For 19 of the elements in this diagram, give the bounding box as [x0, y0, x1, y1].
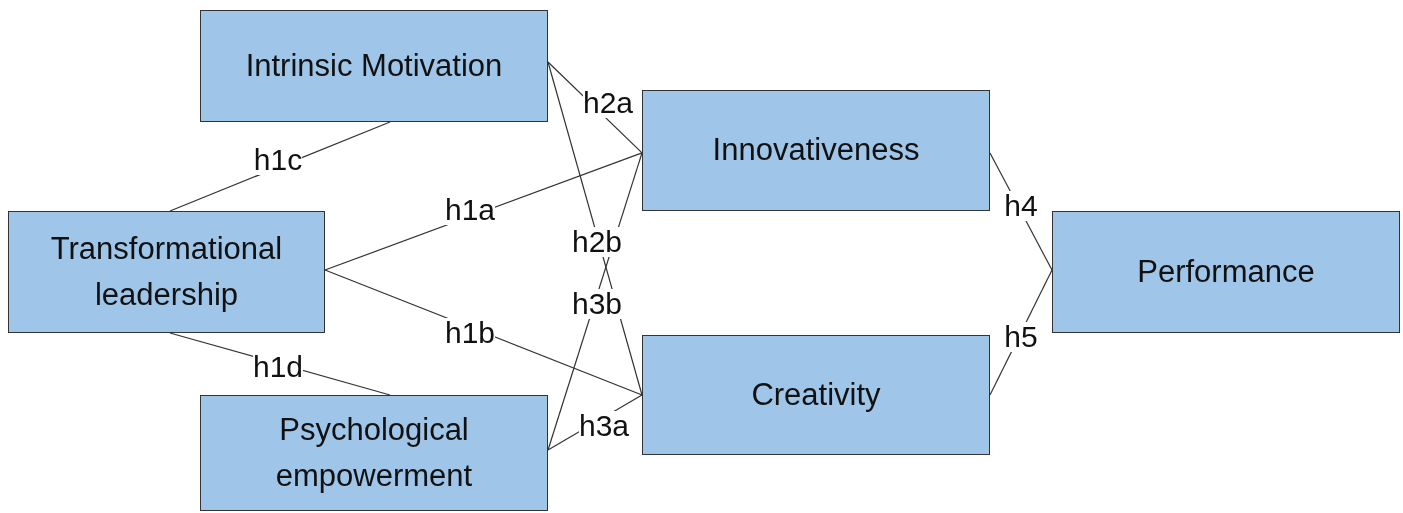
construct-name: Creativity: [750, 375, 882, 414]
construct-name: Intrinsic Motivation: [244, 46, 504, 85]
edge-label: h5: [1004, 322, 1038, 352]
construct-name: Performance: [1136, 252, 1316, 291]
construct-name: Psychological empowerment: [274, 410, 474, 495]
construct-name: Transformational leadership: [49, 229, 284, 314]
edge-label: h2b: [571, 227, 623, 257]
construct-box: [200, 10, 548, 122]
edge-label: h2a: [582, 88, 634, 118]
construct-box: [8, 211, 325, 333]
construct-box: [200, 395, 548, 511]
edge-label: h1c: [253, 145, 303, 175]
edge-label: h1a: [444, 195, 496, 225]
construct-box: [642, 90, 990, 211]
edge-label: h4: [1004, 191, 1038, 221]
edge-label: h3b: [571, 289, 623, 319]
construct-name: Innovativeness: [711, 131, 921, 170]
construct-box: [1052, 211, 1400, 333]
construct-box: [642, 335, 990, 455]
